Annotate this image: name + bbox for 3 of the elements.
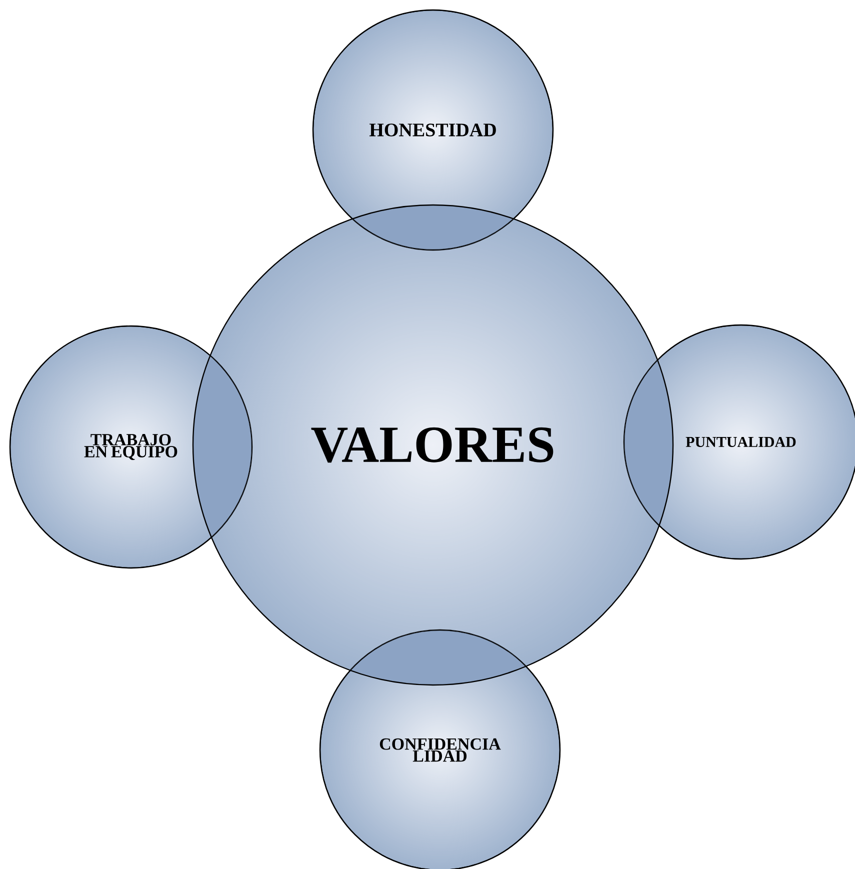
circle-node: VALORES bbox=[192, 204, 674, 686]
circle-node: TRABAJO EN EQUIPO bbox=[9, 325, 253, 569]
circle-node: HONESTIDAD bbox=[312, 9, 554, 251]
